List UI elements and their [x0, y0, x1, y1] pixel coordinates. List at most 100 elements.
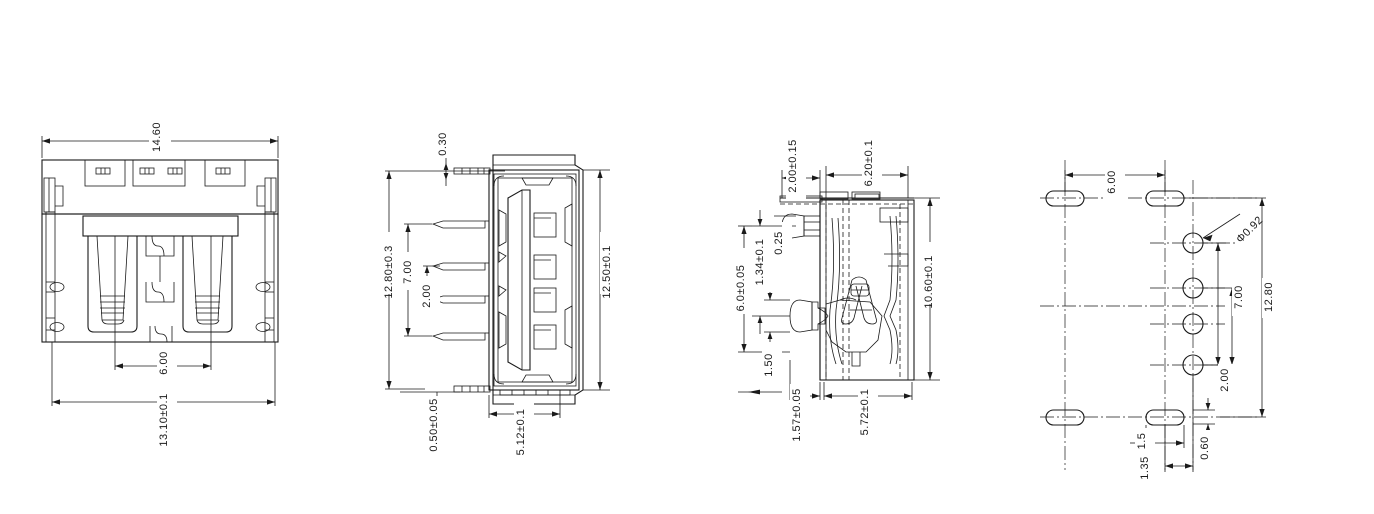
front-latch-left-2 [498, 285, 507, 297]
dim-label: 6.00 [158, 351, 170, 374]
dim-label: 7.00 [402, 260, 414, 283]
dim-label-diameter: Φ0.92 [1234, 214, 1266, 246]
front-pin-4 [431, 332, 486, 341]
side-clip-top [851, 276, 867, 281]
front-pin-2 [431, 262, 486, 271]
front-tab-strip-bottom [453, 385, 491, 393]
front-contact-4 [533, 324, 557, 350]
dim-label: 5.12±0.1 [515, 409, 527, 456]
top-port-cavity-left [87, 236, 138, 333]
top-tab-3 [167, 167, 183, 175]
dim-label: 7.00 [1233, 285, 1245, 308]
view-side-view: 2.00±0.15 6.20±0.1 0.25 1.34±0.1 6.0±0.0… [734, 132, 942, 450]
side-latch-lower [789, 299, 813, 333]
front-contact-1 [533, 212, 557, 238]
top-port-cavity-right [182, 236, 233, 333]
view-pcb-footprint-view: 6.00 Φ0.92 7.00 12.80 2.00 [1040, 160, 1282, 484]
top-leg-right-shaft [264, 211, 275, 343]
front-shell-inner [493, 173, 577, 387]
top-tab-2 [139, 167, 155, 175]
dim-label: 13.10±0.1 [158, 393, 170, 446]
top-port-base-left [101, 319, 125, 325]
top-leg-left-shaft [45, 211, 56, 343]
front-spring-right-2 [564, 305, 573, 349]
view-front-view: 0.30 12.80±0.3 7.00 2.00 12.50±0.1 [382, 132, 620, 458]
fp-slot-bl [1045, 409, 1085, 426]
dim-label: 12.80±0.3 [383, 245, 395, 298]
side-spring-1 [829, 217, 837, 365]
dim-label: 14.60 [151, 122, 163, 152]
front-tab-strip-bottom2 [499, 389, 571, 396]
top-notch-2 [132, 159, 186, 187]
dim-label: 1.35 [1139, 456, 1151, 479]
side-contact-body [825, 299, 883, 353]
side-tab-b [851, 191, 881, 200]
dim-label: 1.5 [1136, 433, 1148, 450]
side-contact-foot [851, 352, 861, 367]
side-clip-right [855, 279, 877, 325]
top-notch-3 [204, 159, 246, 187]
front-pin-1 [431, 220, 486, 229]
top-notch-1 [84, 159, 126, 187]
dim-label: 12.80 [1263, 282, 1275, 312]
dim-label: 2.00 [1219, 368, 1231, 391]
top-leg-right-bracket [256, 185, 265, 207]
side-spring-right-1 [883, 215, 893, 365]
front-shell-outer [488, 169, 580, 391]
top-center-clip-3 [149, 326, 173, 343]
front-latch-left-1 [498, 251, 507, 263]
top-center-s-3 [154, 325, 168, 343]
side-contact-top [839, 297, 857, 301]
top-body-upper [41, 159, 279, 215]
dim-label: 6.20±0.1 [863, 140, 875, 187]
front-spring-left-1 [498, 209, 507, 247]
top-inner-shell [82, 215, 239, 237]
front-shell-inner2 [497, 177, 573, 383]
dim-label: 5.72±0.1 [859, 389, 871, 436]
top-leg-left-bracket [55, 185, 64, 207]
top-leg-right-hole-2 [255, 322, 271, 332]
top-port-wall-right [191, 235, 224, 321]
dim-label: 1.34±0.1 [754, 239, 766, 286]
top-center-s-1 [151, 235, 165, 257]
top-tab-4 [215, 167, 231, 175]
dim-label: 12.50±0.1 [601, 245, 613, 298]
front-contact-2 [533, 254, 557, 280]
front-pin-3 [431, 295, 486, 304]
top-tab-1 [95, 167, 111, 175]
side-latch-inner [817, 307, 829, 325]
dim-label: 6.00 [1106, 170, 1118, 193]
side-clip-left [841, 279, 863, 325]
top-leg-left-hole-2 [49, 322, 65, 332]
front-flange-outer [492, 154, 584, 405]
side-latch-upper-neck [803, 215, 821, 237]
front-spring-left-2 [498, 311, 507, 349]
dim-label: 0.50±0.05 [428, 398, 440, 451]
dim-label: 0.30 [437, 132, 449, 155]
dim-label: 2.00 [421, 284, 433, 307]
dim-label: 6.0±0.05 [735, 265, 747, 312]
side-upper-notch [879, 207, 909, 223]
top-port-contacts-left [100, 295, 125, 314]
leader-v4-dia [1202, 213, 1241, 239]
fp-hole-3 [1182, 313, 1204, 335]
dim-label: 2.00±0.15 [787, 139, 799, 192]
side-spring-right-2 [889, 215, 899, 365]
top-center-s-2 [151, 281, 165, 303]
top-port-wall-left [96, 235, 129, 321]
dim-label: 0.60 [1199, 436, 1211, 459]
dim-label: 10.60±0.1 [923, 255, 935, 308]
front-tongue [507, 189, 531, 371]
front-dimple-bottom [521, 374, 554, 383]
dim-label: 1.57±0.05 [791, 388, 803, 441]
top-leg-right-hole-1 [255, 282, 271, 292]
side-spring-2 [835, 217, 843, 365]
front-contact-3 [533, 287, 557, 313]
dim-label: 1.50 [763, 353, 775, 376]
top-port-contacts-right [195, 295, 220, 314]
front-spring-right-1 [564, 203, 573, 247]
side-latch-lower-neck [811, 301, 826, 331]
view-top-view: 14.60 6.00 13.10±0.1 [41, 122, 279, 447]
